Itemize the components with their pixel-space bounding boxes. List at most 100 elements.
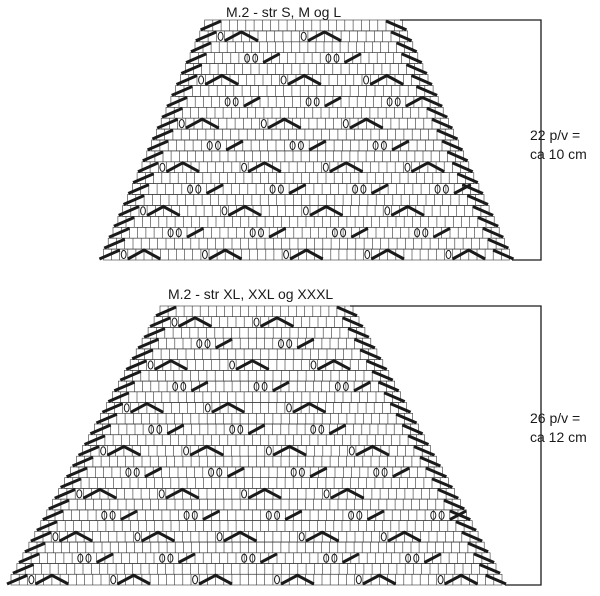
double-decrease-symbol bbox=[307, 30, 342, 43]
decrease-symbol bbox=[120, 509, 138, 521]
yarn-over-symbol bbox=[434, 184, 441, 194]
double-decrease-symbol bbox=[349, 117, 384, 130]
edge-decrease-symbol bbox=[365, 359, 388, 371]
yarn-over-symbol bbox=[123, 403, 130, 413]
yarn-over-symbol bbox=[318, 424, 325, 434]
yarn-over-symbol bbox=[159, 553, 166, 563]
double-decrease-symbol bbox=[369, 73, 405, 86]
yarn-over-symbol bbox=[348, 510, 355, 520]
edge-decrease-symbol bbox=[161, 106, 183, 119]
yarn-over-symbol bbox=[172, 381, 179, 392]
yarn-over-symbol bbox=[445, 249, 452, 260]
double-decrease-symbol bbox=[362, 573, 397, 586]
yarn-over-symbol bbox=[414, 228, 421, 238]
yarn-over-symbol bbox=[360, 184, 367, 194]
edge-decrease-symbol bbox=[342, 316, 364, 328]
chart-row bbox=[135, 348, 378, 360]
edge-decrease-symbol bbox=[180, 63, 203, 75]
edge-decrease-symbol bbox=[103, 237, 126, 250]
decrease-symbol bbox=[186, 226, 205, 239]
double-decrease-symbol bbox=[127, 248, 162, 261]
edge-decrease-symbol bbox=[456, 172, 479, 184]
yarn-over-symbol bbox=[430, 510, 437, 520]
edge-decrease-symbol bbox=[42, 509, 64, 521]
decrease-symbol bbox=[423, 552, 442, 564]
edge-decrease-symbol bbox=[451, 161, 474, 174]
yarn-over-symbol bbox=[159, 162, 166, 172]
yarn-over-symbol bbox=[133, 467, 140, 477]
yarn-over-symbol bbox=[340, 228, 347, 238]
yarn-over-symbol bbox=[178, 119, 185, 129]
edge-decrease-symbol bbox=[385, 19, 408, 32]
decrease-symbol bbox=[225, 139, 244, 152]
double-decrease-symbol bbox=[272, 444, 307, 457]
yarn-over-symbol bbox=[331, 228, 338, 238]
yarn-over-symbol bbox=[134, 532, 141, 542]
edge-decrease-symbol bbox=[383, 391, 406, 403]
double-decrease-symbol bbox=[198, 573, 233, 586]
double-decrease-symbol bbox=[204, 73, 240, 86]
double-decrease-symbol bbox=[390, 204, 425, 217]
yarn-over-symbol bbox=[442, 184, 449, 194]
yarn-over-symbol bbox=[237, 424, 244, 434]
yarn-over-symbol bbox=[274, 575, 280, 585]
edge-decrease-symbol bbox=[436, 128, 459, 141]
edge-decrease-symbol bbox=[200, 19, 222, 32]
yarn-over-symbol bbox=[322, 162, 329, 172]
edge-decrease-symbol bbox=[127, 183, 150, 195]
decrease-symbol bbox=[308, 139, 327, 152]
yarn-over-symbol bbox=[300, 31, 307, 42]
double-decrease-symbol bbox=[287, 73, 322, 86]
edge-decrease-symbol bbox=[431, 117, 453, 130]
edge-decrease-symbol bbox=[125, 359, 148, 371]
double-decrease-symbol bbox=[451, 248, 486, 261]
edge-decrease-symbol bbox=[377, 380, 400, 393]
row-count-note-s-m-l: 22 p/v = ca 10 cm bbox=[530, 126, 587, 164]
double-decrease-symbol bbox=[410, 161, 445, 174]
double-decrease-symbol bbox=[146, 204, 181, 217]
yarn-over-symbol bbox=[241, 162, 248, 172]
yarn-over-symbol bbox=[290, 467, 297, 477]
chart-title-s-m-l: M.2 - str S, M og L bbox=[226, 4, 342, 20]
yarn-over-symbol bbox=[28, 575, 35, 585]
double-decrease-symbol bbox=[116, 573, 151, 586]
yarn-over-symbol bbox=[244, 53, 251, 63]
yarn-over-symbol bbox=[278, 339, 284, 349]
yarn-over-symbol bbox=[100, 446, 107, 456]
edge-decrease-symbol bbox=[18, 552, 40, 564]
decrease-symbol bbox=[247, 423, 266, 436]
double-decrease-symbol bbox=[34, 573, 70, 586]
edge-decrease-symbol bbox=[485, 573, 507, 586]
double-decrease-symbol bbox=[259, 315, 295, 328]
edge-decrease-symbol bbox=[108, 226, 131, 239]
edge-decrease-symbol bbox=[83, 434, 106, 446]
row-count-label: 26 p/v = bbox=[530, 410, 581, 426]
edge-decrease-symbol bbox=[24, 541, 46, 554]
yarn-over-symbol bbox=[381, 467, 388, 477]
edge-decrease-symbol bbox=[6, 573, 28, 586]
decrease-symbol bbox=[166, 423, 185, 436]
edge-decrease-symbol bbox=[137, 337, 160, 350]
edge-decrease-symbol bbox=[113, 380, 136, 393]
yarn-over-symbol bbox=[140, 206, 146, 216]
edge-decrease-symbol bbox=[54, 488, 76, 500]
yarn-over-symbol bbox=[229, 424, 236, 434]
yarn-over-symbol bbox=[85, 553, 92, 563]
edge-decrease-symbol bbox=[401, 423, 424, 436]
double-decrease-symbol bbox=[211, 401, 246, 414]
yarn-over-symbol bbox=[298, 532, 305, 542]
edge-decrease-symbol bbox=[347, 327, 370, 339]
row-span-bracket bbox=[350, 305, 542, 586]
yarn-over-symbol bbox=[198, 75, 205, 85]
edge-decrease-symbol bbox=[89, 423, 112, 436]
double-decrease-symbol bbox=[443, 573, 479, 586]
double-decrease-symbol bbox=[267, 117, 302, 130]
edge-decrease-symbol bbox=[132, 172, 155, 184]
edge-decrease-symbol bbox=[175, 74, 198, 86]
double-decrease-symbol bbox=[292, 401, 327, 414]
yarn-over-symbol bbox=[394, 97, 401, 107]
yarn-over-symbol bbox=[171, 317, 178, 327]
double-decrease-symbol bbox=[177, 315, 213, 328]
